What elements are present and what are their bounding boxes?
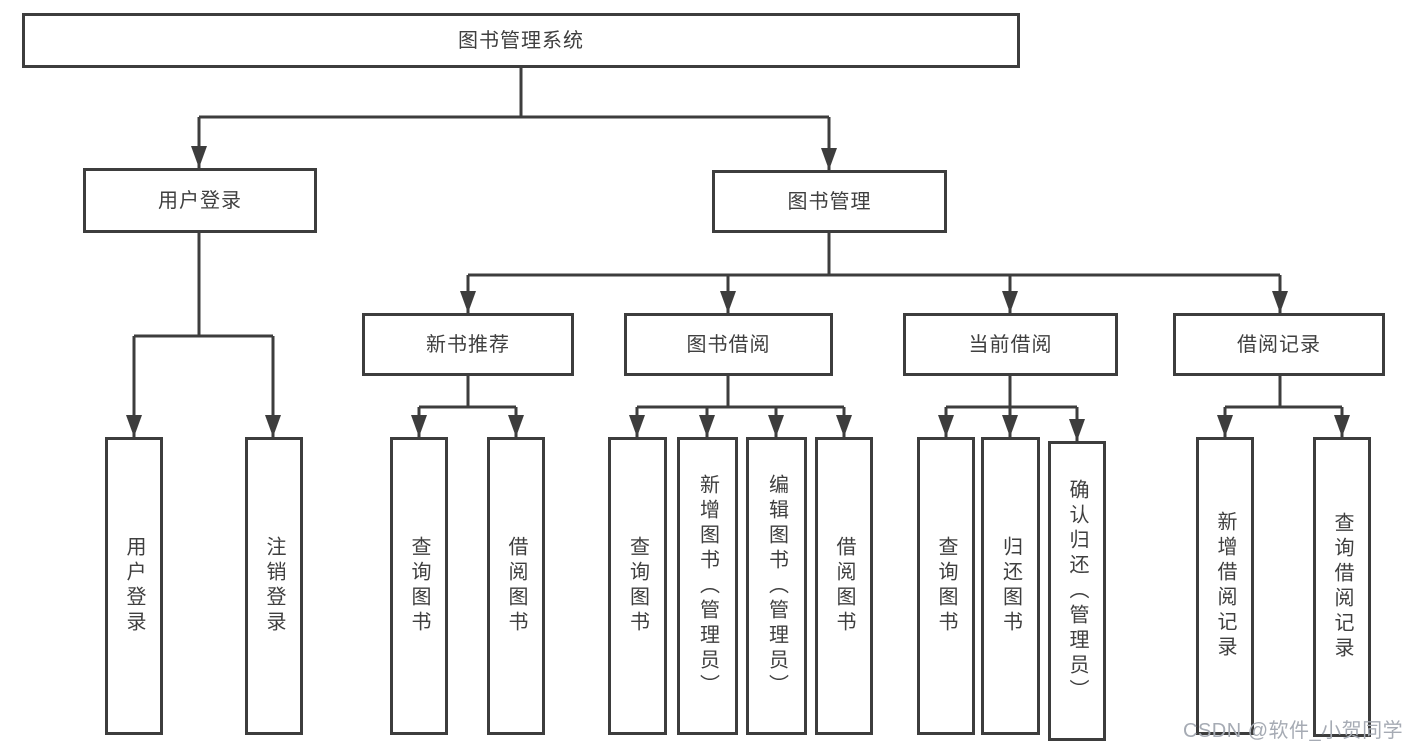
node-user-login: 用户登录 <box>83 168 317 233</box>
leaf-return-book: 归还图书 <box>981 437 1040 735</box>
watermark: CSDN @软件_小贺同学 <box>1183 720 1404 742</box>
leaf-add-borrow-record: 新增借阅记录 <box>1196 437 1254 735</box>
leaf-borrow-books-recommend-label: 借阅图书 <box>505 536 527 636</box>
leaf-user-login-label: 用户登录 <box>123 536 145 636</box>
node-book-borrow: 图书借阅 <box>624 313 833 376</box>
leaf-edit-book-admin: 编辑图书（管理员） <box>746 437 807 735</box>
node-new-book-recommend: 新书推荐 <box>362 313 574 376</box>
leaf-query-books-borrow: 查询图书 <box>608 437 667 735</box>
leaf-query-borrow-record: 查询借阅记录 <box>1313 437 1371 737</box>
leaf-user-login: 用户登录 <box>105 437 163 735</box>
leaf-logout-label: 注销登录 <box>263 536 285 636</box>
leaf-query-books-recommend-label: 查询图书 <box>408 536 430 636</box>
leaf-return-book-label: 归还图书 <box>999 536 1022 636</box>
leaf-edit-book-admin-label: 编辑图书（管理员） <box>765 473 788 699</box>
leaf-query-books-current-label: 查询图书 <box>935 536 957 636</box>
leaf-confirm-return-admin-label: 确认归还（管理员） <box>1066 478 1088 704</box>
node-current-borrow: 当前借阅 <box>903 313 1118 376</box>
leaf-borrow-books-label: 借阅图书 <box>833 536 855 636</box>
leaf-add-book-admin: 新增图书（管理员） <box>677 437 738 735</box>
leaf-query-books-current: 查询图书 <box>917 437 975 735</box>
leaf-logout: 注销登录 <box>245 437 303 735</box>
leaf-add-book-admin-label: 新增图书（管理员） <box>696 473 719 699</box>
node-root: 图书管理系统 <box>22 13 1020 68</box>
leaf-borrow-books-recommend: 借阅图书 <box>487 437 545 735</box>
leaf-query-borrow-record-label: 查询借阅记录 <box>1331 512 1353 662</box>
leaf-confirm-return-admin: 确认归还（管理员） <box>1048 441 1106 741</box>
leaf-query-books-recommend: 查询图书 <box>390 437 448 735</box>
node-book-management: 图书管理 <box>712 170 947 233</box>
leaf-borrow-books: 借阅图书 <box>815 437 873 735</box>
leaf-add-borrow-record-label: 新增借阅记录 <box>1214 511 1236 661</box>
node-borrow-records: 借阅记录 <box>1173 313 1385 376</box>
leaf-query-books-borrow-label: 查询图书 <box>626 536 649 636</box>
